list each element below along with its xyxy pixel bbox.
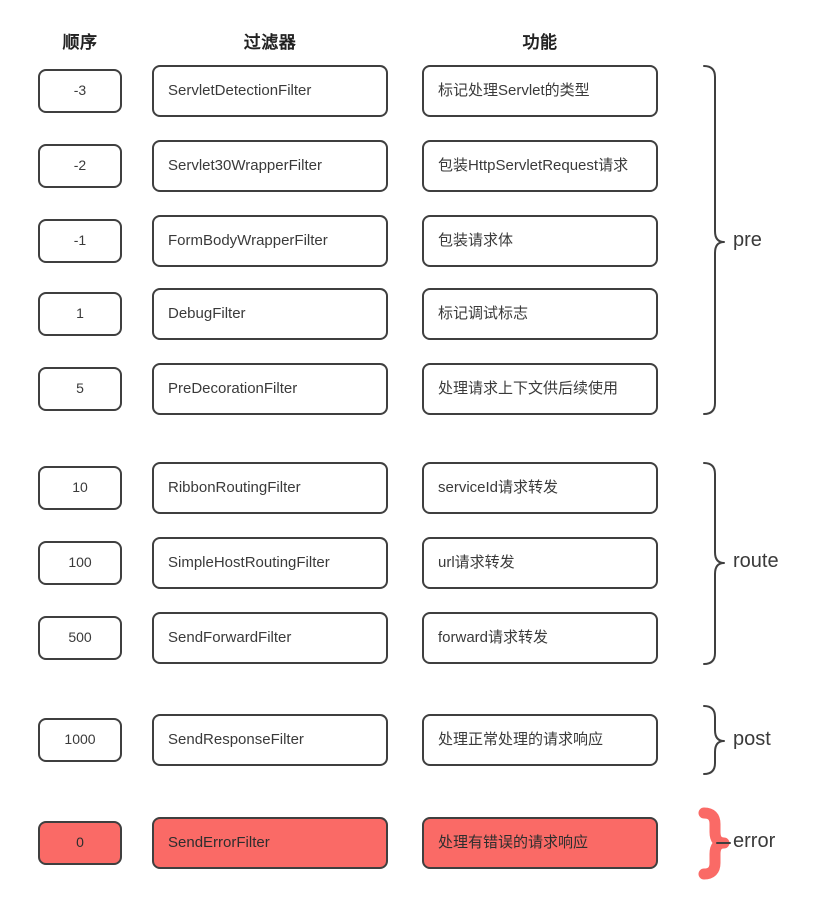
order-box: 1000	[38, 718, 122, 762]
function-box: 包装HttpServletRequest请求	[422, 140, 658, 192]
function-box: 处理正常处理的请求响应	[422, 714, 658, 766]
function-box: url请求转发	[422, 537, 658, 589]
filter-box: ServletDetectionFilter	[152, 65, 388, 117]
function-box: 标记处理Servlet的类型	[422, 65, 658, 117]
group-brace	[703, 462, 725, 665]
order-box: -1	[38, 219, 122, 263]
filter-box: SendForwardFilter	[152, 612, 388, 664]
group-label-error: error	[733, 830, 776, 852]
order-box: 100	[38, 541, 122, 585]
filter-box: SendResponseFilter	[152, 714, 388, 766]
group-brace	[703, 705, 725, 775]
filter-box: Servlet30WrapperFilter	[152, 140, 388, 192]
order-box: 500	[38, 616, 122, 660]
order-box: -3	[38, 69, 122, 113]
function-box: 标记调试标志	[422, 288, 658, 340]
column-header-order: 顺序	[62, 33, 98, 52]
group-label-route: route	[733, 550, 779, 572]
filter-box: PreDecorationFilter	[152, 363, 388, 415]
function-box: 处理有错误的请求响应	[422, 817, 658, 869]
group-label-post: post	[733, 728, 771, 750]
column-header-function: 功能	[522, 33, 558, 52]
group-brace-error	[698, 807, 731, 880]
order-box: -2	[38, 144, 122, 188]
order-box: 5	[38, 367, 122, 411]
function-box: 包装请求体	[422, 215, 658, 267]
filter-box: DebugFilter	[152, 288, 388, 340]
group-brace	[703, 65, 725, 415]
function-box: 处理请求上下文供后续使用	[422, 363, 658, 415]
function-box: serviceId请求转发	[422, 462, 658, 514]
order-box: 0	[38, 821, 122, 865]
group-label-pre: pre	[733, 229, 762, 251]
order-box: 1	[38, 292, 122, 336]
function-box: forward请求转发	[422, 612, 658, 664]
order-box: 10	[38, 466, 122, 510]
filter-box: SendErrorFilter	[152, 817, 388, 869]
column-header-filter: 过滤器	[243, 33, 297, 52]
filter-box: RibbonRoutingFilter	[152, 462, 388, 514]
filter-box: SimpleHostRoutingFilter	[152, 537, 388, 589]
filter-box: FormBodyWrapperFilter	[152, 215, 388, 267]
